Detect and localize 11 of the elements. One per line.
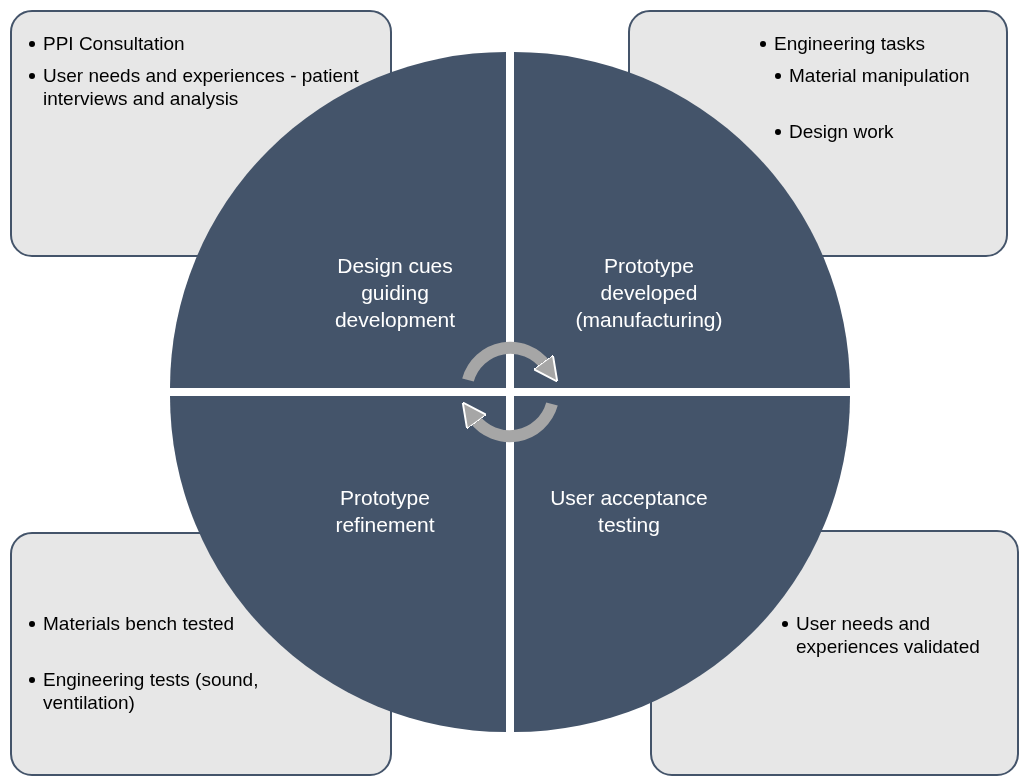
segment-label: Prototype developed (manufacturing) [574,253,724,333]
bullet-item: Engineering tasks [760,32,990,55]
bullet-item: User needs and experiences validated [782,612,1017,658]
segment-label: Prototype refinement [334,485,436,538]
bullet-item: Material manipulation [775,64,975,87]
bullet-item: Engineering tests (sound, ventilation) [29,668,309,714]
bullet-item: Materials bench tested [29,612,259,635]
segment-label: User acceptance testing [549,485,709,538]
bullet-item: Design work [775,120,975,143]
segment-label: Design cues guiding development [333,253,457,333]
bullet-item: PPI Consultation [29,32,329,55]
